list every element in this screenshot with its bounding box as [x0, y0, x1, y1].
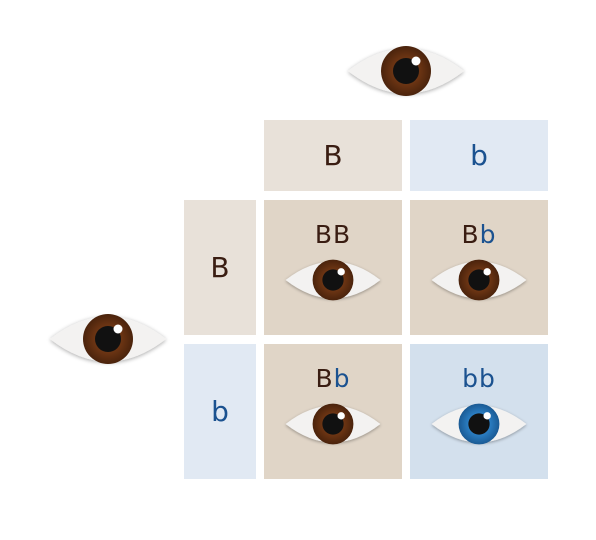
brown-eye-icon [431, 259, 527, 301]
offspring-eye [284, 253, 382, 307]
blue-eye-icon [431, 403, 527, 445]
punnett-cell-bb: bb [410, 344, 548, 479]
brown-eye-icon [348, 46, 464, 96]
allele-2: B [333, 220, 352, 249]
offspring-eye [430, 397, 528, 451]
row-header-B: B [184, 200, 256, 335]
brown-eye-icon [50, 314, 166, 364]
parent-eye-top [346, 38, 466, 104]
punnett-cell-BB: BB [264, 200, 402, 335]
parent-eye-left [48, 306, 168, 372]
brown-eye-icon [285, 259, 381, 301]
genotype-label: Bb [410, 220, 548, 249]
allele-1: b [462, 364, 479, 393]
row-header-b: b [184, 344, 256, 479]
column-header-b: b [410, 120, 548, 191]
row-header-label: B [210, 251, 230, 284]
allele-2: b [479, 220, 497, 249]
allele-1: B [461, 220, 480, 249]
brown-eye-icon [285, 403, 381, 445]
row-header-label: b [211, 395, 229, 428]
punnett-cell-Bb-1: Bb [410, 200, 548, 335]
offspring-eye [430, 253, 528, 307]
allele-1: B [314, 220, 333, 249]
offspring-eye [284, 397, 382, 451]
column-header-label: B [323, 139, 343, 172]
column-header-label: b [470, 139, 488, 172]
punnett-cell-Bb-2: Bb [264, 344, 402, 479]
genotype-label: bb [410, 364, 548, 393]
genotype-label: Bb [264, 364, 402, 393]
allele-2: b [333, 364, 351, 393]
genotype-label: BB [264, 220, 402, 249]
allele-2: b [479, 364, 496, 393]
allele-1: B [315, 364, 334, 393]
column-header-B: B [264, 120, 402, 191]
